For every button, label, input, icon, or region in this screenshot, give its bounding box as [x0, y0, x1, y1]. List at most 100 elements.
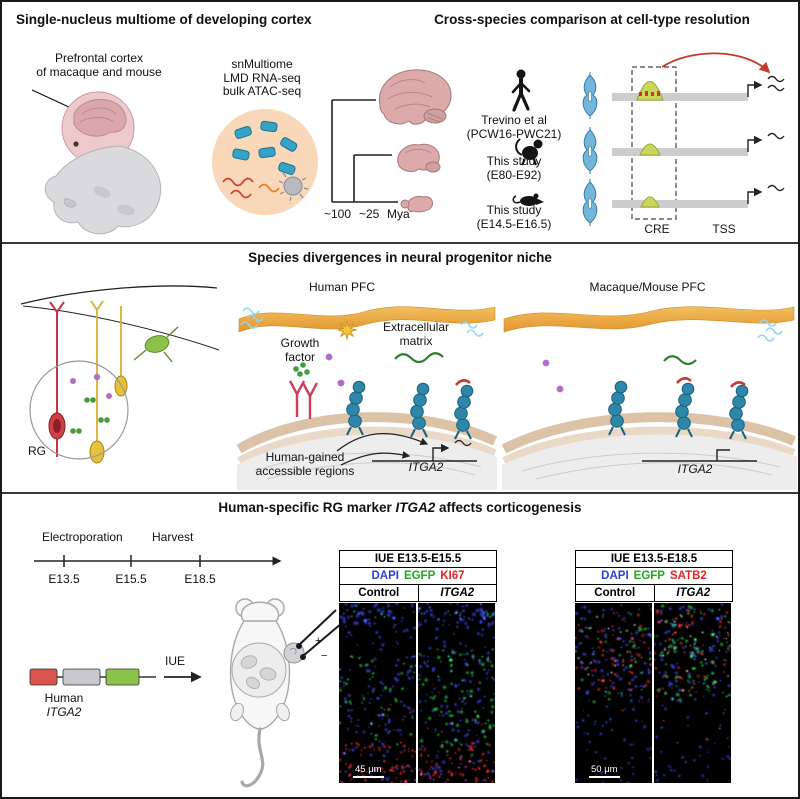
radial-glia-red	[48, 301, 66, 457]
construct-line1: Human	[44, 691, 84, 705]
column-control: Control	[576, 585, 655, 601]
growth-factor-molecules	[293, 362, 310, 377]
divergence-time-unit: Mya	[387, 207, 410, 221]
gene-label-other: ITGA2	[677, 462, 713, 476]
cre-label: CRE	[644, 222, 670, 236]
panel1-title: Single-nucleus multiome of developing co…	[16, 12, 312, 27]
electrode-forceps-icon	[298, 609, 343, 657]
gene-label-human: ITGA2	[408, 460, 444, 474]
micrograph-control-ki67	[339, 603, 416, 783]
timeline-ticks	[63, 555, 201, 567]
construct-element-red	[29, 668, 58, 686]
receptor-cap-red	[455, 379, 471, 386]
human-brain-icon	[378, 69, 452, 125]
species-row3-label: This study (E14.5-E16.5)	[454, 203, 574, 231]
ecm-molecule-green	[394, 352, 444, 364]
embryos-in-utero	[240, 655, 277, 690]
regions-line1: Human-gained	[265, 450, 345, 464]
gene-track-row-mouse	[582, 178, 785, 227]
cladogram-tree	[331, 99, 398, 203]
column-itga2: ITGA2	[440, 587, 475, 599]
embryo-tail	[63, 198, 77, 208]
row2-stage: (E80-E92)	[486, 167, 542, 182]
pial-surface-line	[20, 285, 218, 305]
tissue-zone	[502, 434, 797, 490]
method-line3: bulk ATAC-seq	[222, 84, 302, 98]
macaque-brain-icon	[397, 143, 441, 173]
basal-membrane-arc-2	[502, 426, 796, 465]
ecm-ribbon	[503, 306, 795, 333]
ecm-molecule-green	[663, 355, 697, 366]
divergence-time-2: ~25	[359, 207, 380, 221]
micrograph-header: IUE E13.5-E18.5	[575, 550, 733, 568]
uterus-circle	[231, 642, 287, 698]
micrograph-images: 45 μm	[339, 603, 497, 783]
regions-line2: accessible regions	[255, 463, 355, 478]
target-embryo-detail	[289, 647, 297, 655]
section-divider-1	[2, 242, 798, 244]
channel-legend: DAPI EGFP SATB2	[575, 568, 733, 585]
mouse-silhouette-icon	[512, 193, 544, 206]
integrin-receptor-chain	[607, 380, 628, 436]
micrograph-header: IUE E13.5-E15.5	[339, 550, 497, 568]
row3-source: This study	[486, 203, 542, 217]
signal-molecules-purple	[325, 353, 345, 387]
channel-egfp: EGFP	[633, 570, 665, 582]
construct-line2: ITGA2	[46, 704, 82, 719]
subtitle-line1: Prefrontal cortex	[54, 51, 144, 65]
channel-dapi: DAPI	[371, 570, 399, 582]
section-boundary-line	[22, 305, 220, 351]
gene-track-row-human	[582, 71, 785, 120]
embryo-illustration	[31, 89, 162, 235]
neuron-green	[133, 326, 179, 363]
gene-track-row-macaque	[582, 126, 785, 175]
construct-element-gray	[62, 668, 101, 686]
construct-label: Human ITGA2	[29, 691, 99, 719]
other-pfc-title: Macaque/Mouse PFC	[589, 280, 706, 294]
electrode-plus: +	[315, 635, 321, 647]
panel3-title: Species divergences in neural progenitor…	[248, 250, 552, 265]
electrode-paddle-1	[296, 643, 302, 649]
region-arrow-2	[340, 451, 411, 466]
genome-tracks-illustration	[582, 52, 785, 227]
channel-ki67: KI67	[440, 570, 465, 582]
growth-factor-receptors	[288, 380, 319, 419]
limb-bud-1	[93, 186, 111, 198]
scale-bar: 45 μm	[353, 764, 384, 778]
micrograph-control-satb2	[575, 603, 652, 783]
row1-source: Trevino et al	[481, 113, 547, 127]
channel-legend: DAPI EGFP KI67	[339, 568, 497, 585]
radial-glia-illustration	[20, 285, 220, 464]
panel1-methods: snMultiome LMD RNA-seq bulk ATAC-seq	[200, 57, 324, 99]
divergence-time-1: ~100	[324, 207, 352, 221]
signal-molecules-purple	[542, 359, 564, 393]
tissue-zone	[237, 434, 497, 490]
ecm-ribbon	[238, 306, 496, 333]
construct-diagram	[29, 668, 202, 686]
ecm-label: Extracellular matrix	[356, 320, 476, 348]
condition-columns: Control ITGA2	[339, 585, 497, 602]
species-row2-label: This study (E80-E92)	[454, 154, 574, 182]
column-itga2: ITGA2	[676, 587, 711, 599]
method-line1: snMultiome	[231, 57, 293, 71]
micrograph-images: 50 μm	[575, 603, 733, 783]
phylogeny-illustration	[331, 69, 544, 213]
tss-arrow	[432, 443, 450, 461]
growth-line1: Growth	[280, 336, 320, 350]
rg-label: RG	[28, 444, 46, 458]
timepoint-e18: E18.5	[184, 572, 216, 586]
violin-plot-icon	[582, 126, 598, 175]
mouse-leg-right	[276, 702, 290, 722]
radial-glia-yellow	[89, 300, 128, 464]
growth-line2: factor	[284, 349, 315, 364]
method-line2: LMD RNA-seq	[223, 70, 301, 85]
panel2-title: Cross-species comparison at cell-type re…	[434, 12, 750, 27]
iue-label: IUE	[164, 654, 185, 668]
violin-plot-icon	[582, 178, 598, 227]
cre-activation-arrow	[661, 52, 771, 74]
column-control: Control	[340, 585, 419, 601]
human-silhouette-icon	[511, 69, 531, 112]
timepoint-e13: E13.5	[48, 572, 80, 586]
micrograph-itga2-ki67	[418, 603, 495, 783]
